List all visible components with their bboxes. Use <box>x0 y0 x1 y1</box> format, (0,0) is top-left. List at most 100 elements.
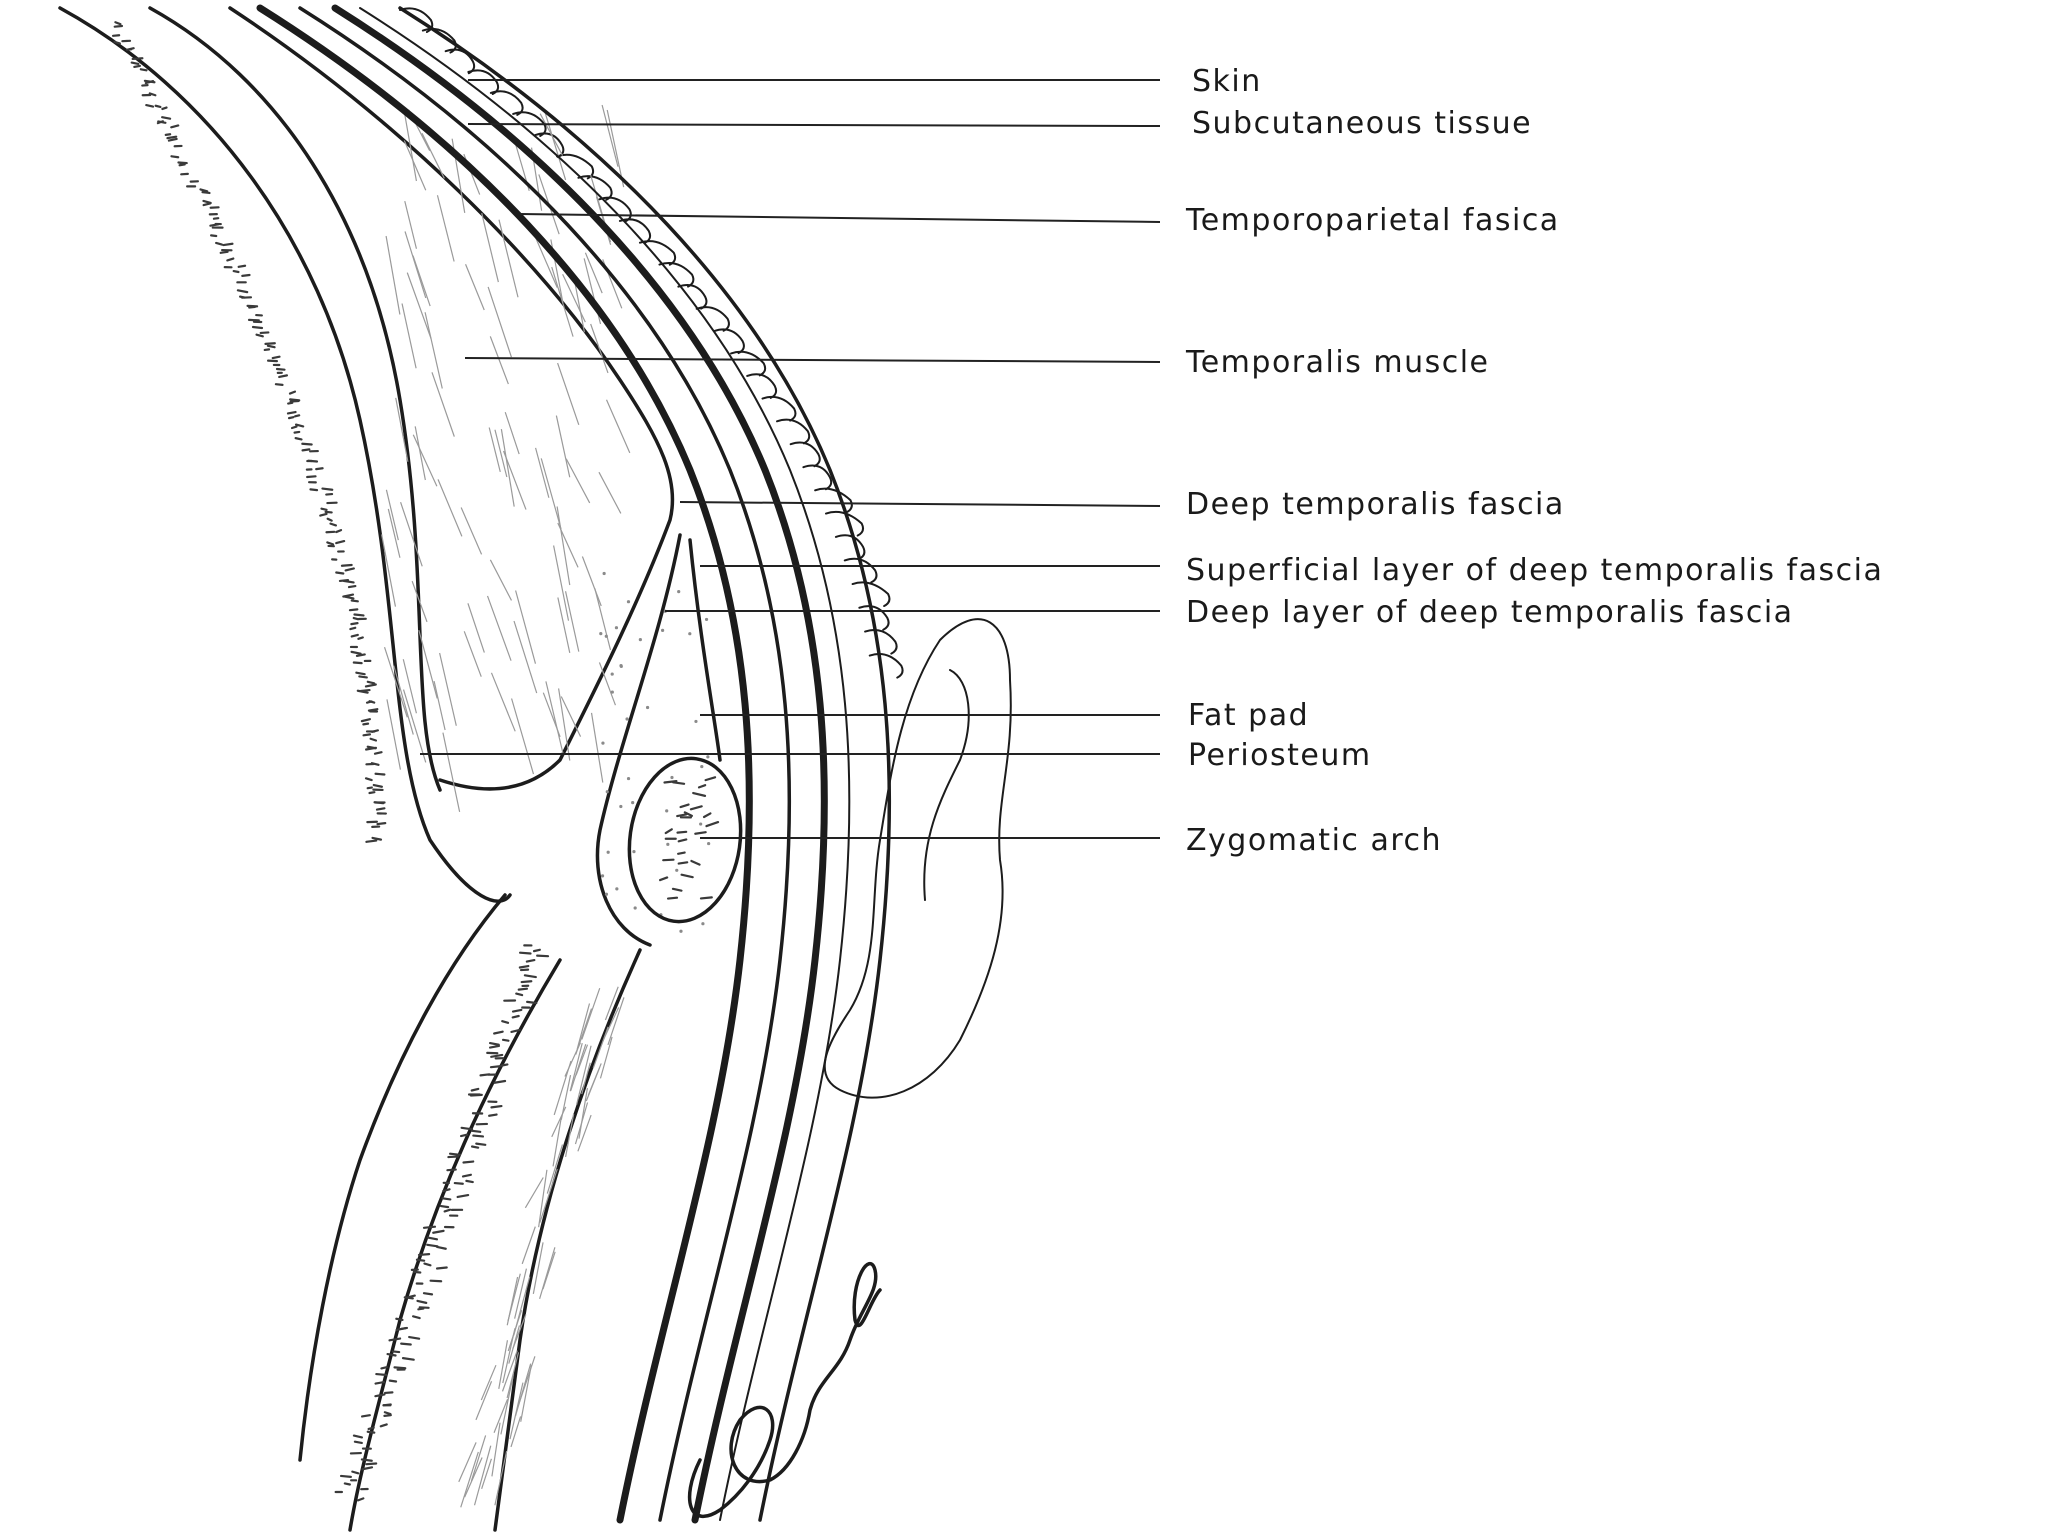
bone-texture <box>366 680 376 685</box>
fat-texture <box>666 842 670 846</box>
bone-texture <box>275 367 286 371</box>
bone-texture <box>266 344 276 349</box>
bone-texture <box>358 675 368 679</box>
fat-texture <box>704 617 709 622</box>
fat-texture <box>660 628 665 632</box>
muscle-texture <box>486 595 512 661</box>
muscle-texture <box>560 1074 572 1120</box>
bone-texture <box>406 1294 416 1299</box>
bone-texture <box>426 1236 439 1241</box>
muscle-texture <box>414 426 426 481</box>
bone-texture <box>167 137 178 142</box>
muscle-texture <box>595 196 612 245</box>
zygoma-texture <box>702 812 712 819</box>
muscle-texture <box>592 1026 609 1069</box>
muscle-texture <box>570 1043 587 1091</box>
bone-texture <box>319 512 328 517</box>
hair-strand <box>868 652 904 679</box>
bone-texture <box>386 1352 397 1357</box>
zygoma-texture <box>699 896 713 900</box>
fat-texture <box>599 632 603 636</box>
bone-texture <box>371 729 380 733</box>
bone-texture <box>489 1044 501 1049</box>
muscle-texture <box>555 415 571 478</box>
hair-strand <box>814 487 853 514</box>
bone-texture <box>329 522 338 527</box>
bone-texture <box>375 1372 388 1377</box>
fat-texture <box>601 741 605 745</box>
fat-texture <box>677 590 681 594</box>
muscle-texture <box>590 323 609 374</box>
bone-texture <box>178 163 186 167</box>
bone-texture <box>417 1253 431 1257</box>
hair-strand <box>761 395 797 422</box>
muscle-texture <box>402 659 417 714</box>
bone-texture <box>320 507 328 511</box>
zygoma-texture <box>663 780 678 784</box>
muscle-texture <box>383 647 408 718</box>
bone-texture <box>357 636 364 640</box>
bone-texture <box>201 191 211 195</box>
fat-texture <box>615 887 619 891</box>
muscle-texture <box>385 489 399 541</box>
bone-texture <box>360 1458 373 1462</box>
bone-texture <box>271 355 281 360</box>
muscle-texture <box>557 597 571 653</box>
bone-texture <box>343 1482 351 1486</box>
muscle-texture <box>573 278 586 333</box>
muscle-texture <box>489 559 513 601</box>
muscle-texture <box>569 1042 583 1092</box>
muscle-texture <box>387 508 401 558</box>
muscle-texture <box>481 212 499 283</box>
fat-texture <box>707 841 711 846</box>
hair-strand <box>695 306 730 332</box>
fat-texture <box>638 637 642 642</box>
bone-texture <box>374 772 386 776</box>
bone-texture <box>366 786 373 790</box>
bone-texture <box>199 188 209 193</box>
leader-temporalis-muscle <box>464 357 1161 363</box>
fat-texture <box>626 776 631 781</box>
bone-texture <box>366 1430 376 1434</box>
bone-texture <box>307 459 319 463</box>
zygoma-texture <box>690 859 701 866</box>
bone-texture <box>374 1381 385 1385</box>
ear-drawing <box>823 618 1012 1099</box>
bone-texture <box>301 448 311 452</box>
muscle-texture <box>601 104 619 167</box>
bone-texture <box>441 1197 452 1201</box>
bone-texture <box>335 528 343 534</box>
bone-texture <box>294 423 305 428</box>
muscle-texture <box>574 1102 589 1145</box>
bone-texture <box>388 1379 398 1383</box>
bone-texture <box>415 1258 426 1262</box>
bone-texture <box>369 737 378 742</box>
muscle-texture <box>502 450 527 510</box>
bone-texture <box>456 1193 470 1199</box>
muscle-texture <box>517 1356 536 1407</box>
bone-texture <box>236 289 249 294</box>
muscle-texture <box>564 591 580 652</box>
zygoma-texture <box>704 776 717 782</box>
muscle-texture <box>458 1442 477 1483</box>
bone-texture <box>362 733 372 737</box>
bone-texture <box>339 1474 352 1478</box>
muscle-texture <box>509 1382 524 1440</box>
bone-texture <box>148 92 157 97</box>
muscle-texture <box>500 429 515 507</box>
muscle-texture <box>510 698 535 775</box>
muscle-texture <box>473 1445 492 1506</box>
muscle-texture <box>514 1268 528 1319</box>
bone-texture <box>395 1317 404 1321</box>
bone-texture <box>356 1497 365 1502</box>
bone-texture <box>326 541 335 546</box>
zygoma-texture <box>664 828 673 835</box>
bone-texture <box>344 567 355 572</box>
zygoma-texture <box>705 821 720 828</box>
bone-texture <box>443 1208 452 1213</box>
fat-texture <box>619 804 623 809</box>
muscle-texture <box>560 696 582 737</box>
muscle-texture <box>470 1435 487 1482</box>
label-deep-layer: Deep layer of deep temporalis fascia <box>1186 595 1794 630</box>
zygoma-texture <box>671 887 683 892</box>
